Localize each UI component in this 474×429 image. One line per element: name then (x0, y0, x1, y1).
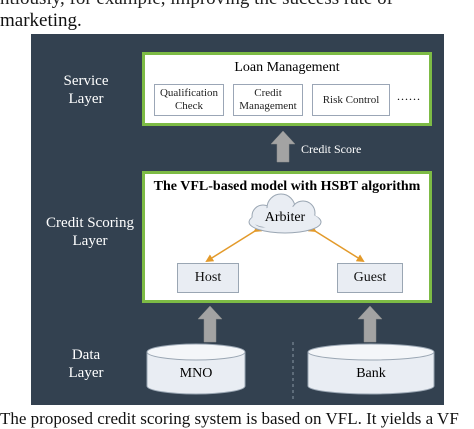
credit-score-label: Credit Score (301, 142, 362, 156)
qualification-check-module: Qualification Check (154, 84, 224, 116)
arbiter-cloud-shape (248, 193, 322, 234)
vfl-model-title: The VFL-based model with HSBT algorithm (153, 179, 421, 194)
arbiter-guest-link (307, 224, 365, 263)
loan-management-box: Loan Management Qualification Check Cred… (142, 52, 432, 126)
architecture-diagram: Service Layer Credit Scoring Layer Data … (31, 34, 444, 405)
service-layer-label: Service Layer (63, 73, 109, 107)
data-layer-label: Data Layer (68, 347, 104, 381)
credit-scoring-layer-label: Credit Scoring Layer (46, 215, 134, 249)
more-modules-ellipsis: ...... (397, 89, 421, 103)
document-text-line-partial: ntiously, for example, improving the suc… (0, 0, 393, 9)
diagram-graphics (146, 130, 435, 399)
credit-score-arrow (270, 130, 296, 163)
bank-to-guest-arrow (357, 305, 383, 343)
document-text-line: marketing. (0, 10, 82, 31)
bank-source-label: Bank (356, 366, 386, 381)
host-node: Host (177, 263, 239, 293)
figure-caption: The proposed credit scoring system is ba… (0, 409, 459, 428)
mno-source-label: MNO (179, 366, 213, 381)
mno-database-cylinder (146, 343, 246, 395)
credit-management-module: Credit Management (233, 84, 303, 116)
loan-management-title: Loan Management (234, 60, 340, 75)
bank-database-cylinder (307, 343, 435, 395)
arbiter-host-link (205, 224, 263, 263)
risk-control-module: Risk Control (312, 84, 390, 116)
mno-to-host-arrow (197, 305, 223, 343)
arbiter-node-label: Arbiter (264, 210, 306, 225)
guest-node: Guest (337, 263, 403, 293)
